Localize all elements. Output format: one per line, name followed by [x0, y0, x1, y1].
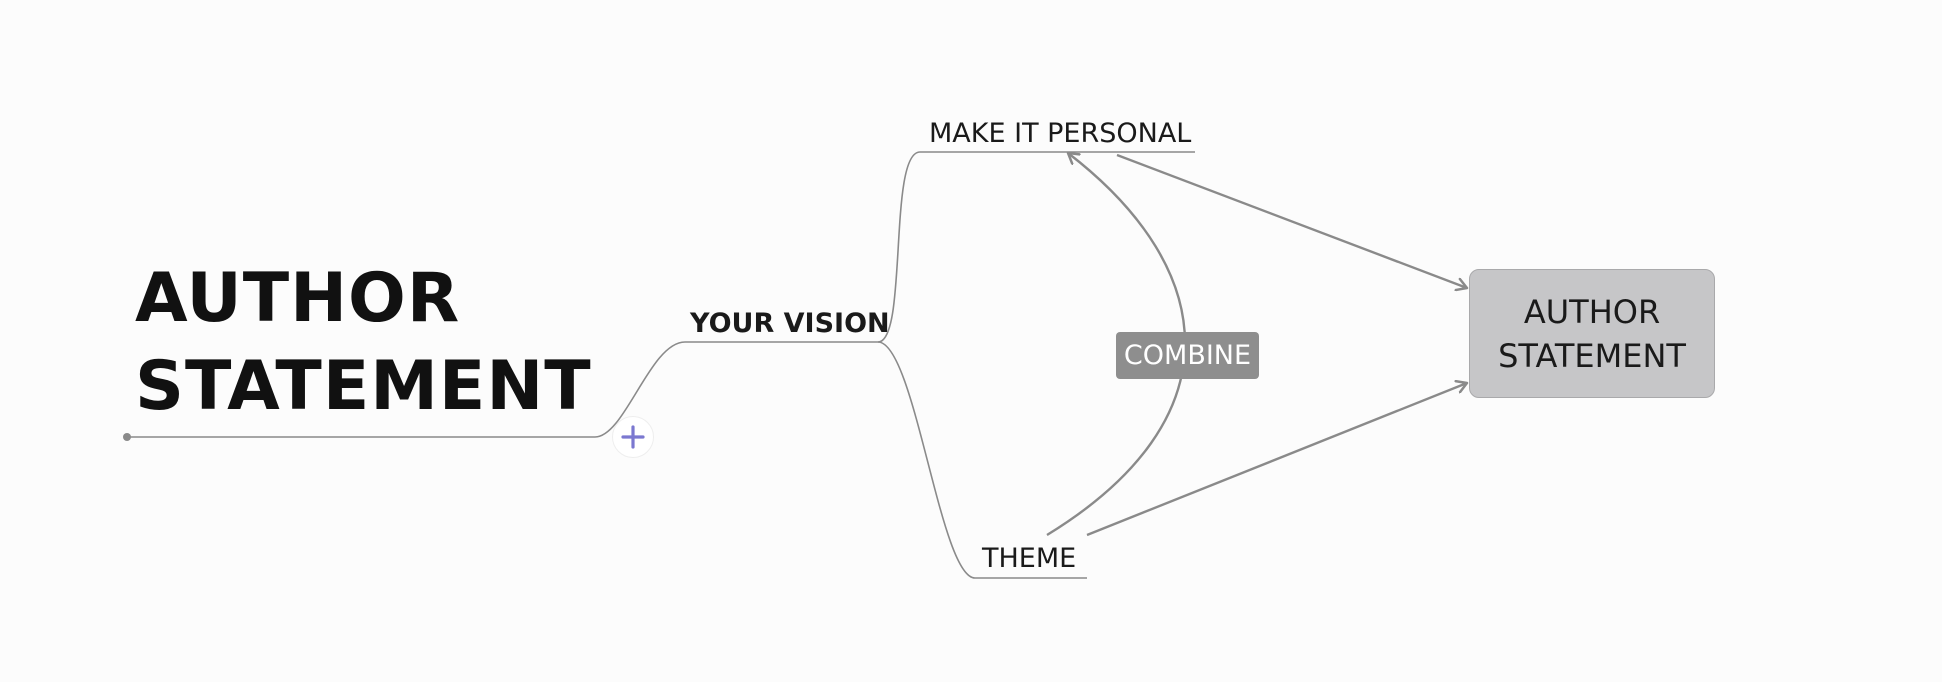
arrow-theme-to-target: [1086, 383, 1467, 537]
target-node-line-2: STATEMENT: [1498, 336, 1686, 375]
target-node-line-1: AUTHOR: [1523, 292, 1661, 331]
branch-root-to-your-vision: [594, 341, 878, 438]
branch-your-vision-to-theme: [877, 341, 1087, 579]
relationship-label-combine[interactable]: COMBINE: [1116, 332, 1259, 379]
branch-your-vision-to-make-it-personal: [877, 151, 1195, 343]
node-make-it-personal[interactable]: MAKE IT PERSONAL: [929, 118, 1192, 149]
plus-icon: [621, 425, 645, 449]
node-theme[interactable]: THEME: [982, 543, 1077, 574]
root-topic-line-1: AUTHOR: [135, 259, 461, 338]
node-your-vision[interactable]: YOUR VISION: [690, 308, 890, 339]
root-topic-line-2: STATEMENT: [135, 347, 592, 426]
target-node-author-statement[interactable]: AUTHOR STATEMENT: [1469, 269, 1715, 398]
add-topic-button[interactable]: [612, 416, 654, 458]
arrow-make-it-personal-to-target: [1116, 153, 1467, 288]
root-topic[interactable]: AUTHOR STATEMENT: [135, 255, 592, 431]
